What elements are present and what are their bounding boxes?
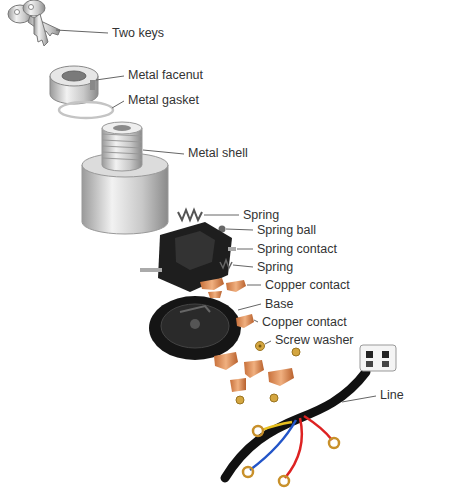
part-label: Spring ball [257, 222, 316, 238]
part-label: Spring contact [257, 241, 337, 257]
part-label: Spring [243, 207, 279, 223]
copper-contacts-upper [200, 278, 246, 298]
part-label: Copper contact [262, 314, 347, 330]
metal-shell [82, 122, 168, 234]
part-label: Two keys [112, 25, 164, 41]
leader-lines [56, 30, 376, 402]
part-label: Spring [257, 259, 293, 275]
keys [8, 0, 60, 46]
part-label: Base [265, 296, 294, 312]
part-label: Screw washer [275, 332, 354, 348]
base-disc [149, 296, 241, 360]
spring [178, 210, 202, 220]
gasket [59, 102, 113, 118]
part-label: Metal facenut [128, 67, 203, 83]
part-label: Copper contact [265, 277, 350, 293]
facenut [50, 66, 98, 104]
part-label: Line [380, 387, 404, 403]
wire-harness [225, 345, 396, 486]
part-label: Metal gasket [128, 92, 199, 108]
contact-holder [140, 222, 236, 292]
part-label: Metal shell [188, 145, 248, 161]
